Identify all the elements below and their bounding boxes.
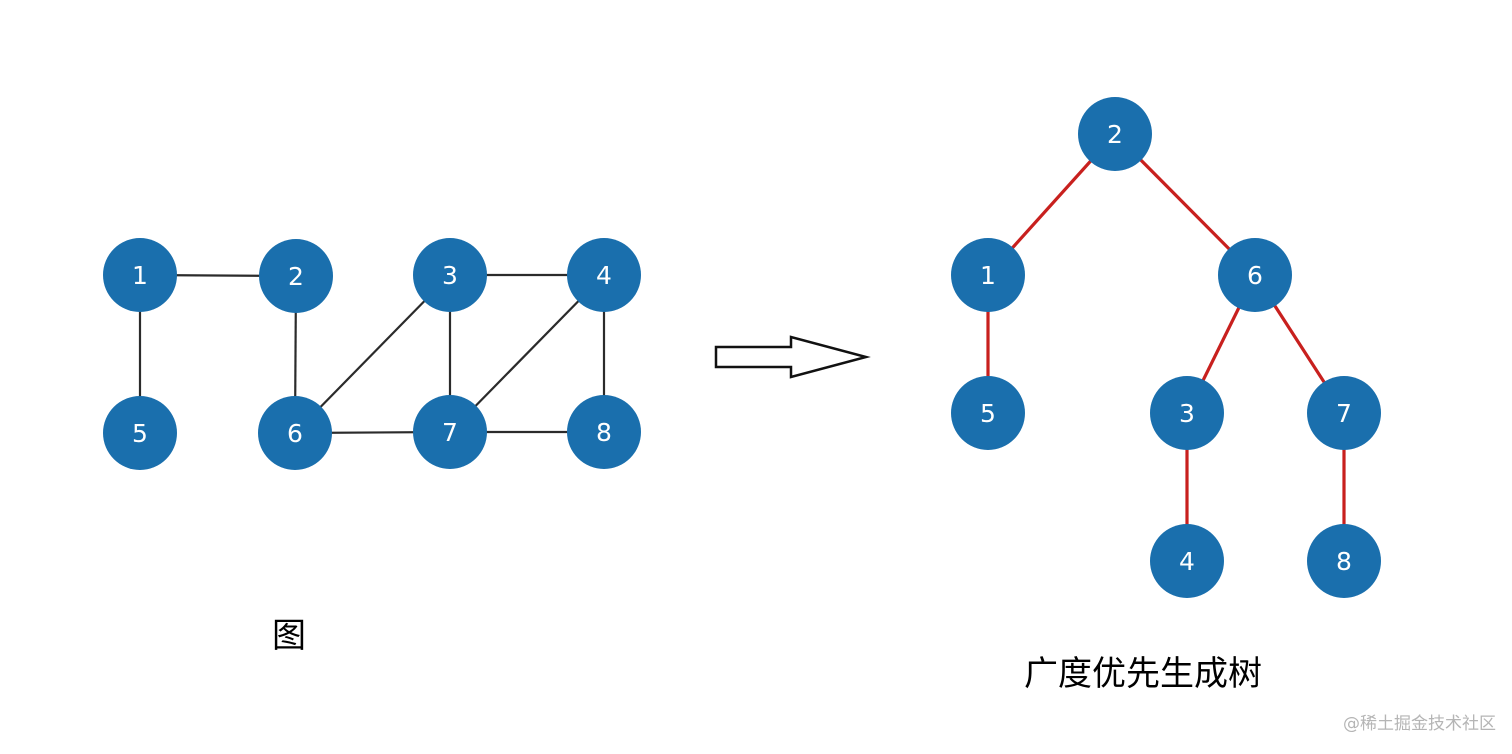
graph-node-4: 4 <box>567 238 641 312</box>
tree-node-8: 8 <box>1307 524 1381 598</box>
graph-node-3-circle <box>413 238 487 312</box>
graph-node-1: 1 <box>103 238 177 312</box>
graph-nodes: 1 2 3 4 5 6 7 8 <box>103 238 641 470</box>
tree-node-1-circle <box>951 238 1025 312</box>
tree-node-2: 2 <box>1078 97 1152 171</box>
tree-node-1-label: 1 <box>980 261 996 290</box>
graph-node-1-label: 1 <box>132 261 148 290</box>
tree-node-4: 4 <box>1150 524 1224 598</box>
graph-node-8: 8 <box>567 395 641 469</box>
graph-node-2-circle <box>259 239 333 313</box>
tree-node-2-circle <box>1078 97 1152 171</box>
graph-node-7-circle <box>413 395 487 469</box>
watermark: @稀土掘金技术社区 <box>1343 714 1496 734</box>
tree-node-2-label: 2 <box>1107 120 1123 149</box>
graph-node-6-label: 6 <box>287 419 303 448</box>
tree-node-3-label: 3 <box>1179 399 1195 428</box>
graph-node-1-circle <box>103 238 177 312</box>
tree-node-5-label: 5 <box>980 399 996 428</box>
tree-node-7-label: 7 <box>1336 399 1352 428</box>
graph-node-6-circle <box>258 396 332 470</box>
tree-nodes: 2 1 6 5 3 7 4 8 <box>951 97 1381 598</box>
tree-node-3: 3 <box>1150 376 1224 450</box>
tree-node-5: 5 <box>951 376 1025 450</box>
tree-node-1: 1 <box>951 238 1025 312</box>
graph-node-3-label: 3 <box>442 261 458 290</box>
graph-node-5-label: 5 <box>132 419 148 448</box>
tree-caption: 广度优先生成树 <box>1024 654 1262 694</box>
graph-node-8-circle <box>567 395 641 469</box>
tree-node-7-circle <box>1307 376 1381 450</box>
graph-node-8-label: 8 <box>596 418 612 447</box>
graph-node-2-label: 2 <box>288 262 304 291</box>
tree-node-3-circle <box>1150 376 1224 450</box>
tree-node-8-circle <box>1307 524 1381 598</box>
hollow-right-arrow-icon <box>714 335 871 379</box>
graph-node-7-label: 7 <box>442 418 458 447</box>
graph-node-4-circle <box>567 238 641 312</box>
graph-caption: 图 <box>272 616 306 656</box>
tree-node-6-circle <box>1218 238 1292 312</box>
graph-node-2: 2 <box>259 239 333 313</box>
graph-node-4-label: 4 <box>596 261 612 290</box>
graph-node-7: 7 <box>413 395 487 469</box>
graph-node-6: 6 <box>258 396 332 470</box>
tree-node-5-circle <box>951 376 1025 450</box>
graph-node-3: 3 <box>413 238 487 312</box>
graph-node-5-circle <box>103 396 177 470</box>
tree-node-4-circle <box>1150 524 1224 598</box>
tree-node-8-label: 8 <box>1336 547 1352 576</box>
graph-edges <box>138 273 606 435</box>
tree-node-7: 7 <box>1307 376 1381 450</box>
tree-node-4-label: 4 <box>1179 547 1195 576</box>
tree-node-6: 6 <box>1218 238 1292 312</box>
graph-node-5: 5 <box>103 396 177 470</box>
tree-edges <box>986 132 1346 561</box>
tree-node-6-label: 6 <box>1247 261 1263 290</box>
